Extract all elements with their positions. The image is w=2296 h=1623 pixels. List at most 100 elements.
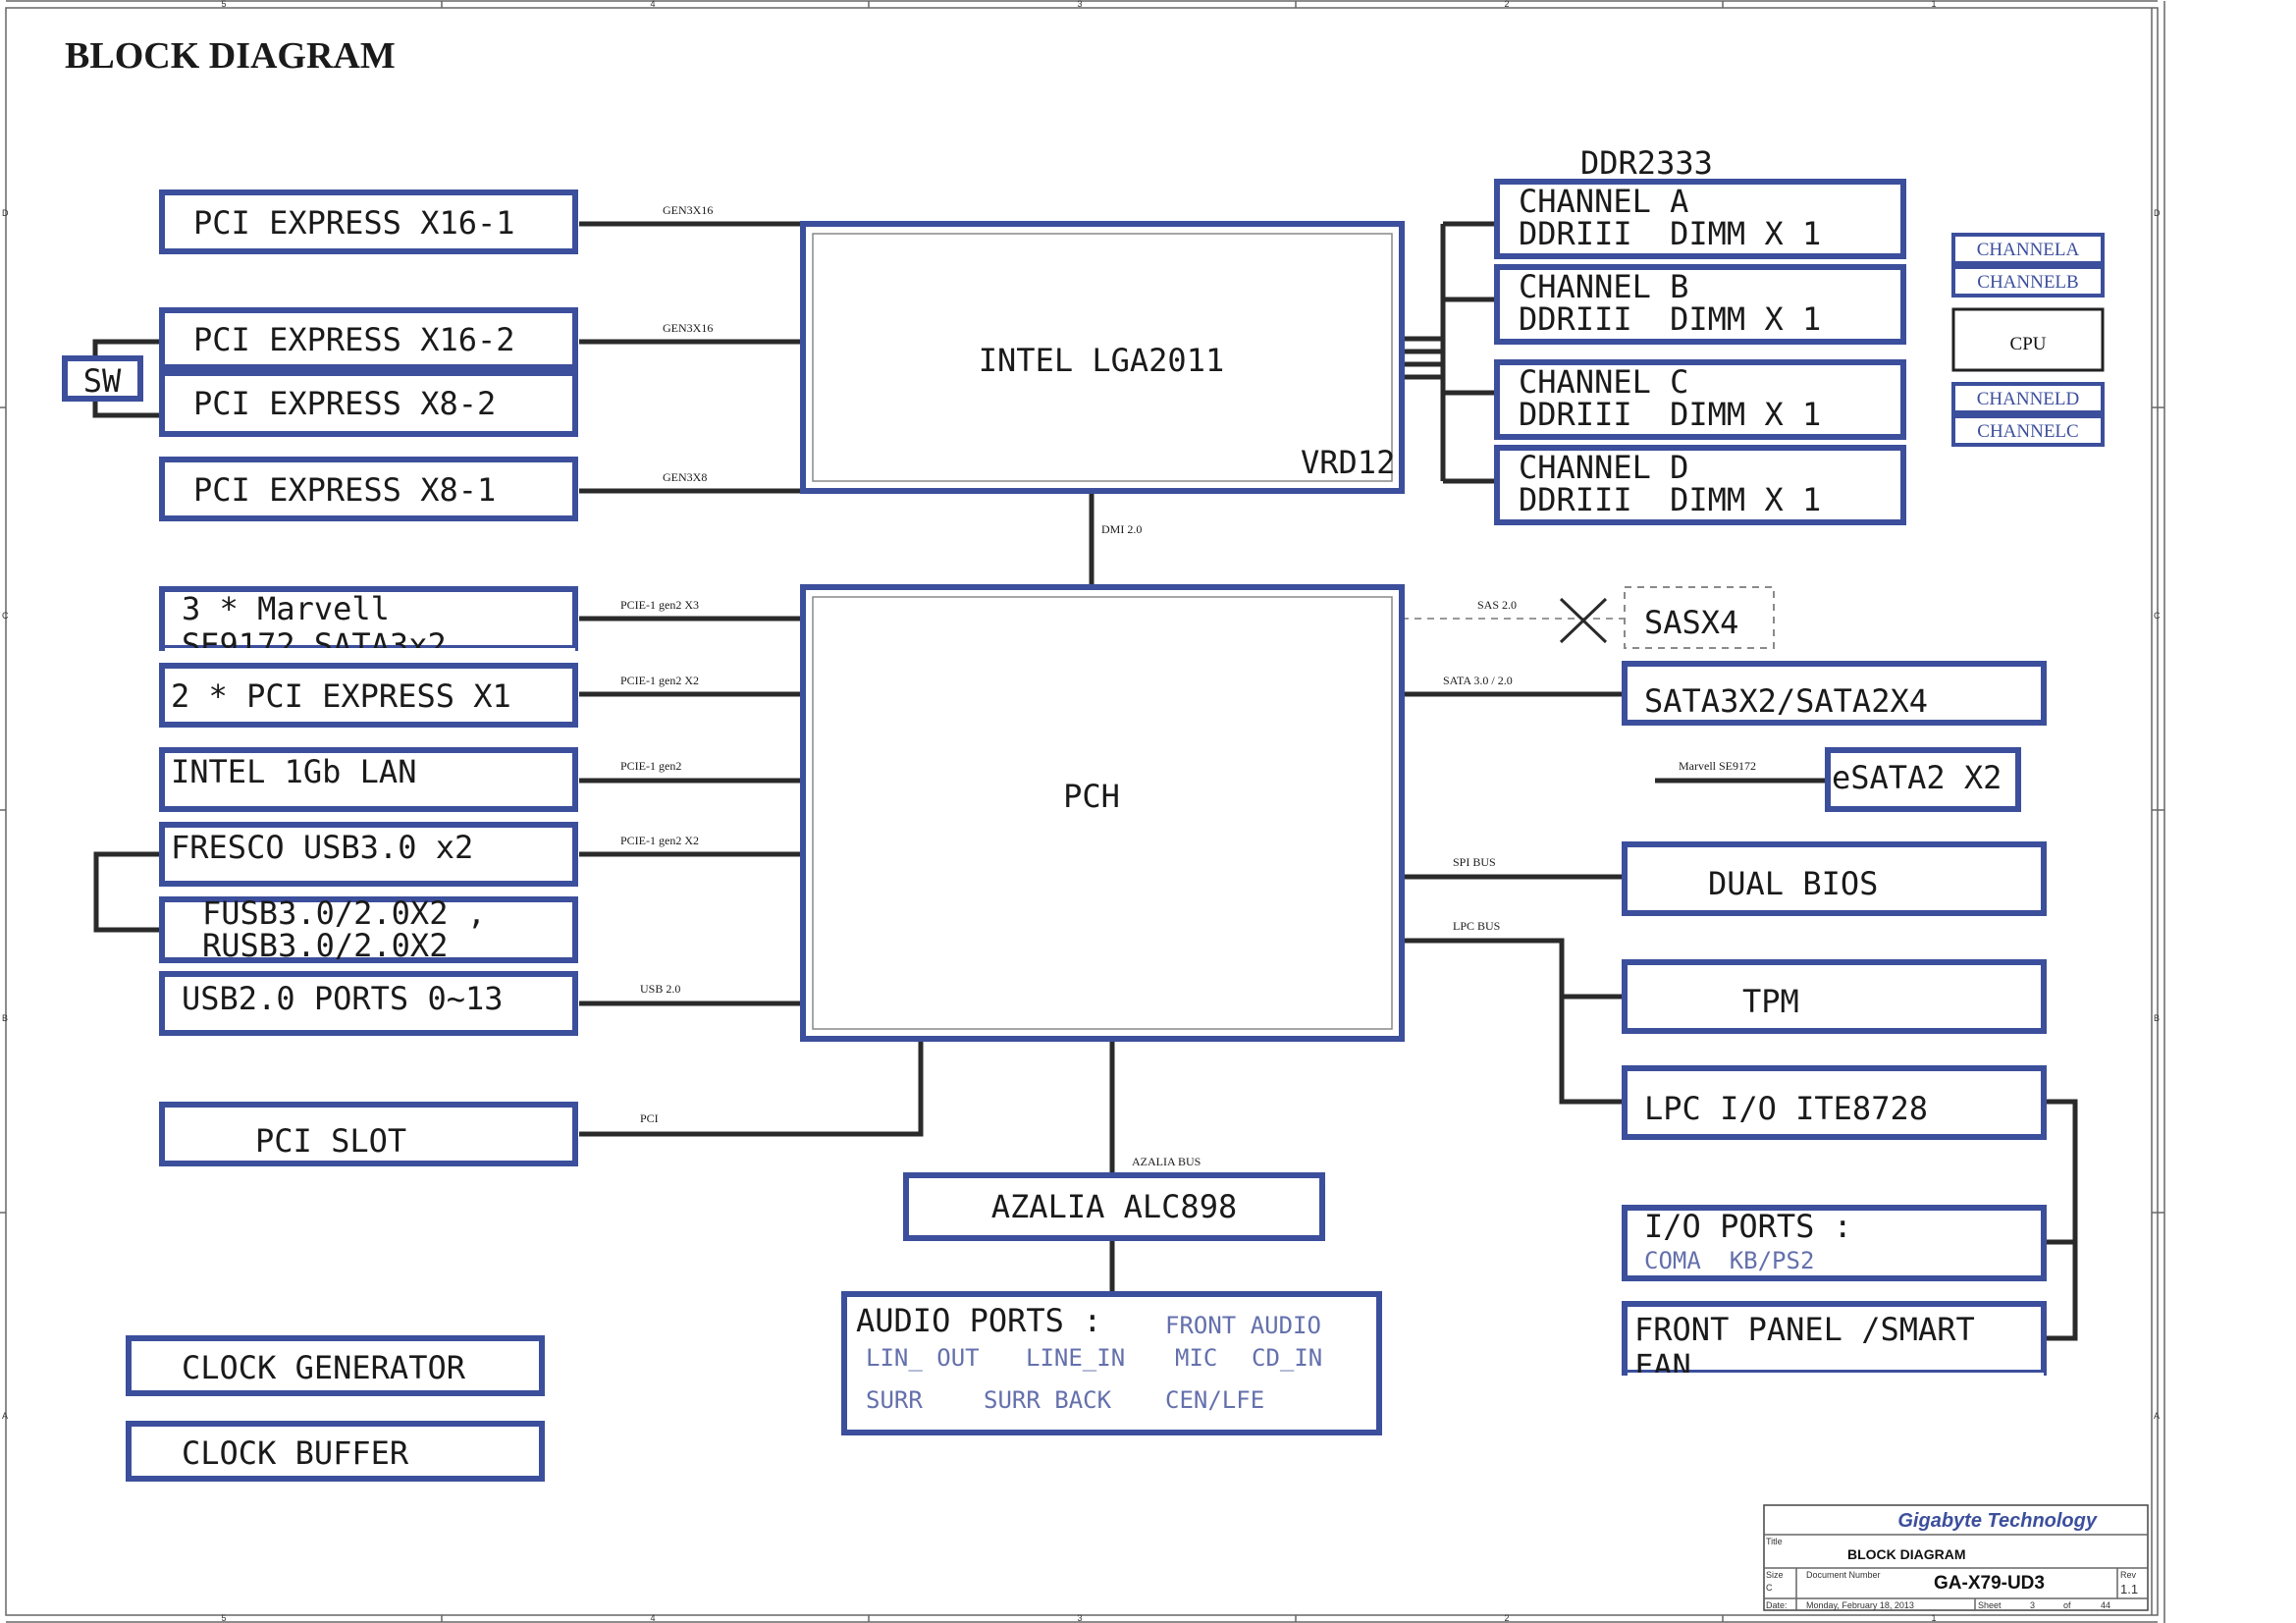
memory-channel-c: CHANNEL C DDRIII DIMM X 1 [1494, 359, 1906, 440]
pci-slot-block: PCI SLOT [159, 1102, 578, 1166]
drawing-frame: 5 4 3 2 1 5 4 3 2 1 D C B A D C B A [0, 0, 2165, 1623]
date-caption: Date: [1766, 1600, 1788, 1610]
clock-buffer-block: CLOCK BUFFER [126, 1421, 545, 1482]
frame-row-label: A [2154, 1411, 2160, 1421]
frame-col-label: 2 [1504, 1613, 1509, 1623]
audio-surr: SURR [866, 1386, 923, 1414]
doc-number: GA-X79-UD3 [1934, 1573, 2045, 1594]
marvell-block: 3 * Marvell SE9172 SATA3x2 [159, 586, 578, 664]
channel-legend: CHANNELA CHANNELB CPU CHANNELD CHANNELC [1951, 233, 2105, 447]
block-label: SW [83, 362, 122, 400]
front-panel-block: FRONT PANEL /SMART FAN [1622, 1301, 2047, 1386]
block-label: DUAL BIOS [1708, 865, 1878, 902]
fresco-usb3-block: FRESCO USB3.0 x2 [159, 822, 578, 887]
sw-block: SW [62, 355, 143, 402]
bus-label: Marvell SE9172 [1679, 759, 1756, 773]
title-caption: Title [1766, 1537, 1783, 1546]
legend-channel-d: CHANNELD [1977, 389, 2080, 409]
audio-cd-in: CD_IN [1252, 1344, 1322, 1372]
io-ports-block: I/O PORTS : COMA KB/PS2 [1622, 1205, 2047, 1281]
bus-label: PCI [640, 1111, 659, 1125]
size-value: C [1766, 1583, 1773, 1593]
title-block: Gigabyte Technology Title BLOCK DIAGRAM … [1763, 1504, 2149, 1611]
bus-label: PCIE-1 gen2 X3 [620, 598, 699, 612]
rev-value: 1.1 [2120, 1582, 2138, 1596]
pcie-x8-1-block: PCI EXPRESS X8-1 [159, 457, 578, 521]
doc-title: BLOCK DIAGRAM [1847, 1546, 1966, 1562]
audio-cen-lfe: CEN/LFE [1165, 1386, 1264, 1414]
pcie-x8-2-block: PCI EXPRESS X8-2 [159, 370, 578, 437]
dual-bios-block: DUAL BIOS [1622, 841, 2047, 916]
audio-group: AZALIA ALC898 AUDIO PORTS : FRONT AUDIO … [841, 1172, 1382, 1435]
block-label-line1: FRONT PANEL /SMART [1634, 1311, 1975, 1348]
block-label: PCI EXPRESS X16-2 [193, 321, 515, 358]
audio-line-in: LINE_IN [1026, 1344, 1125, 1372]
memory-channel-d: CHANNEL D DDRIII DIMM X 1 [1494, 445, 1906, 525]
block-label-line1: FUSB3.0/2.0X2 , [202, 894, 486, 932]
bus-label: SAS 2.0 [1477, 598, 1517, 612]
bus-label: LPC BUS [1453, 919, 1500, 933]
frame-col-label: 4 [650, 0, 655, 9]
cpu-block: INTEL LGA2011 VRD12 [800, 221, 1405, 494]
bus-label: PCIE-1 gen2 X2 [620, 834, 699, 847]
audio-mic: MIC [1175, 1344, 1217, 1372]
frame-col-label: 4 [650, 1613, 655, 1623]
block-label: eSATA2 X2 [1832, 759, 2002, 796]
bus-label: GEN3X16 [663, 321, 713, 335]
block-label: AUDIO PORTS : [856, 1302, 1101, 1339]
block-label: AZALIA ALC898 [991, 1188, 1237, 1225]
memory-group: DDR2333 CHANNEL A DDRIII DIMM X 1 CHANNE… [1494, 144, 1906, 525]
channel-name: CHANNEL A [1519, 183, 1688, 220]
memory-type-label: DDR2333 [1580, 144, 1713, 182]
bus-label: USB 2.0 [640, 982, 680, 996]
right-blocks: SASX4 SATA3X2/SATA2X4 eSATA2 X2 DUAL BIO… [1622, 586, 2047, 1386]
bus-label: SPI BUS [1453, 855, 1496, 869]
channel-name: CHANNEL C [1519, 363, 1688, 401]
rev-caption: Rev [2120, 1570, 2137, 1580]
front-rear-usb-block: FUSB3.0/2.0X2 , RUSB3.0/2.0X2 [159, 894, 578, 964]
lan-block: INTEL 1Gb LAN [159, 747, 578, 812]
pcie-x16-2-block: PCI EXPRESS X16-2 [159, 307, 578, 370]
frame-col-label: 1 [1931, 0, 1936, 9]
bus-label: GEN3X16 [663, 203, 713, 217]
block-label: 2 * PCI EXPRESS X1 [171, 677, 511, 715]
frame-row-label: C [2, 611, 9, 621]
frame-row-label: B [2154, 1013, 2160, 1023]
bus-label: DMI 2.0 [1101, 522, 1142, 536]
frame-row-label: B [2, 1013, 8, 1023]
block-label: FRESCO USB3.0 x2 [171, 829, 473, 866]
azalia-codec-block: AZALIA ALC898 [903, 1172, 1325, 1241]
bus-label: SATA 3.0 / 2.0 [1443, 674, 1513, 687]
channel-dimm: DDRIII DIMM X 1 [1519, 396, 1821, 433]
audio-ports-block: AUDIO PORTS : FRONT AUDIO LIN_ OUT LINE_… [841, 1291, 1382, 1435]
channel-dimm: DDRIII DIMM X 1 [1519, 481, 1821, 518]
date-value: Monday, February 18, 2013 [1806, 1600, 1914, 1610]
size-caption: Size [1766, 1570, 1784, 1580]
io-ports-sub: COMA KB/PS2 [1644, 1247, 1814, 1274]
frame-col-label: 2 [1504, 0, 1509, 9]
pch-label: PCH [1063, 778, 1120, 815]
frame-col-label: 1 [1931, 1613, 1936, 1623]
audio-front-audio: FRONT AUDIO [1165, 1312, 1321, 1339]
channel-dimm: DDRIII DIMM X 1 [1519, 215, 1821, 252]
docnum-caption: Document Number [1806, 1570, 1881, 1580]
frame-col-label: 5 [221, 0, 226, 9]
block-label-line2: RUSB3.0/2.0X2 [202, 927, 448, 964]
frame-row-label: D [2154, 208, 2161, 218]
page-title: BLOCK DIAGRAM [65, 35, 396, 77]
block-label: SASX4 [1644, 604, 1738, 641]
sheet-value: 3 [2030, 1600, 2035, 1610]
usb2-ports-block: USB2.0 PORTS 0~13 [159, 971, 578, 1036]
legend-cpu: CPU [2010, 334, 2047, 354]
block-label: I/O PORTS : [1644, 1208, 1852, 1245]
frame-col-label: 3 [1077, 1613, 1082, 1623]
of-value: 44 [2101, 1600, 2110, 1610]
left-blocks: PCI EXPRESS X16-1 PCI EXPRESS X16-2 PCI … [62, 189, 578, 1482]
block-label: PCI EXPRESS X8-2 [193, 385, 496, 422]
bus-label: PCIE-1 gen2 X2 [620, 674, 699, 687]
channel-dimm: DDRIII DIMM X 1 [1519, 300, 1821, 338]
legend-channel-b: CHANNELB [1977, 272, 2078, 293]
tpm-block: TPM [1622, 959, 2047, 1034]
pcie-x16-1-block: PCI EXPRESS X16-1 [159, 189, 578, 254]
bus-label: GEN3X8 [663, 470, 707, 484]
